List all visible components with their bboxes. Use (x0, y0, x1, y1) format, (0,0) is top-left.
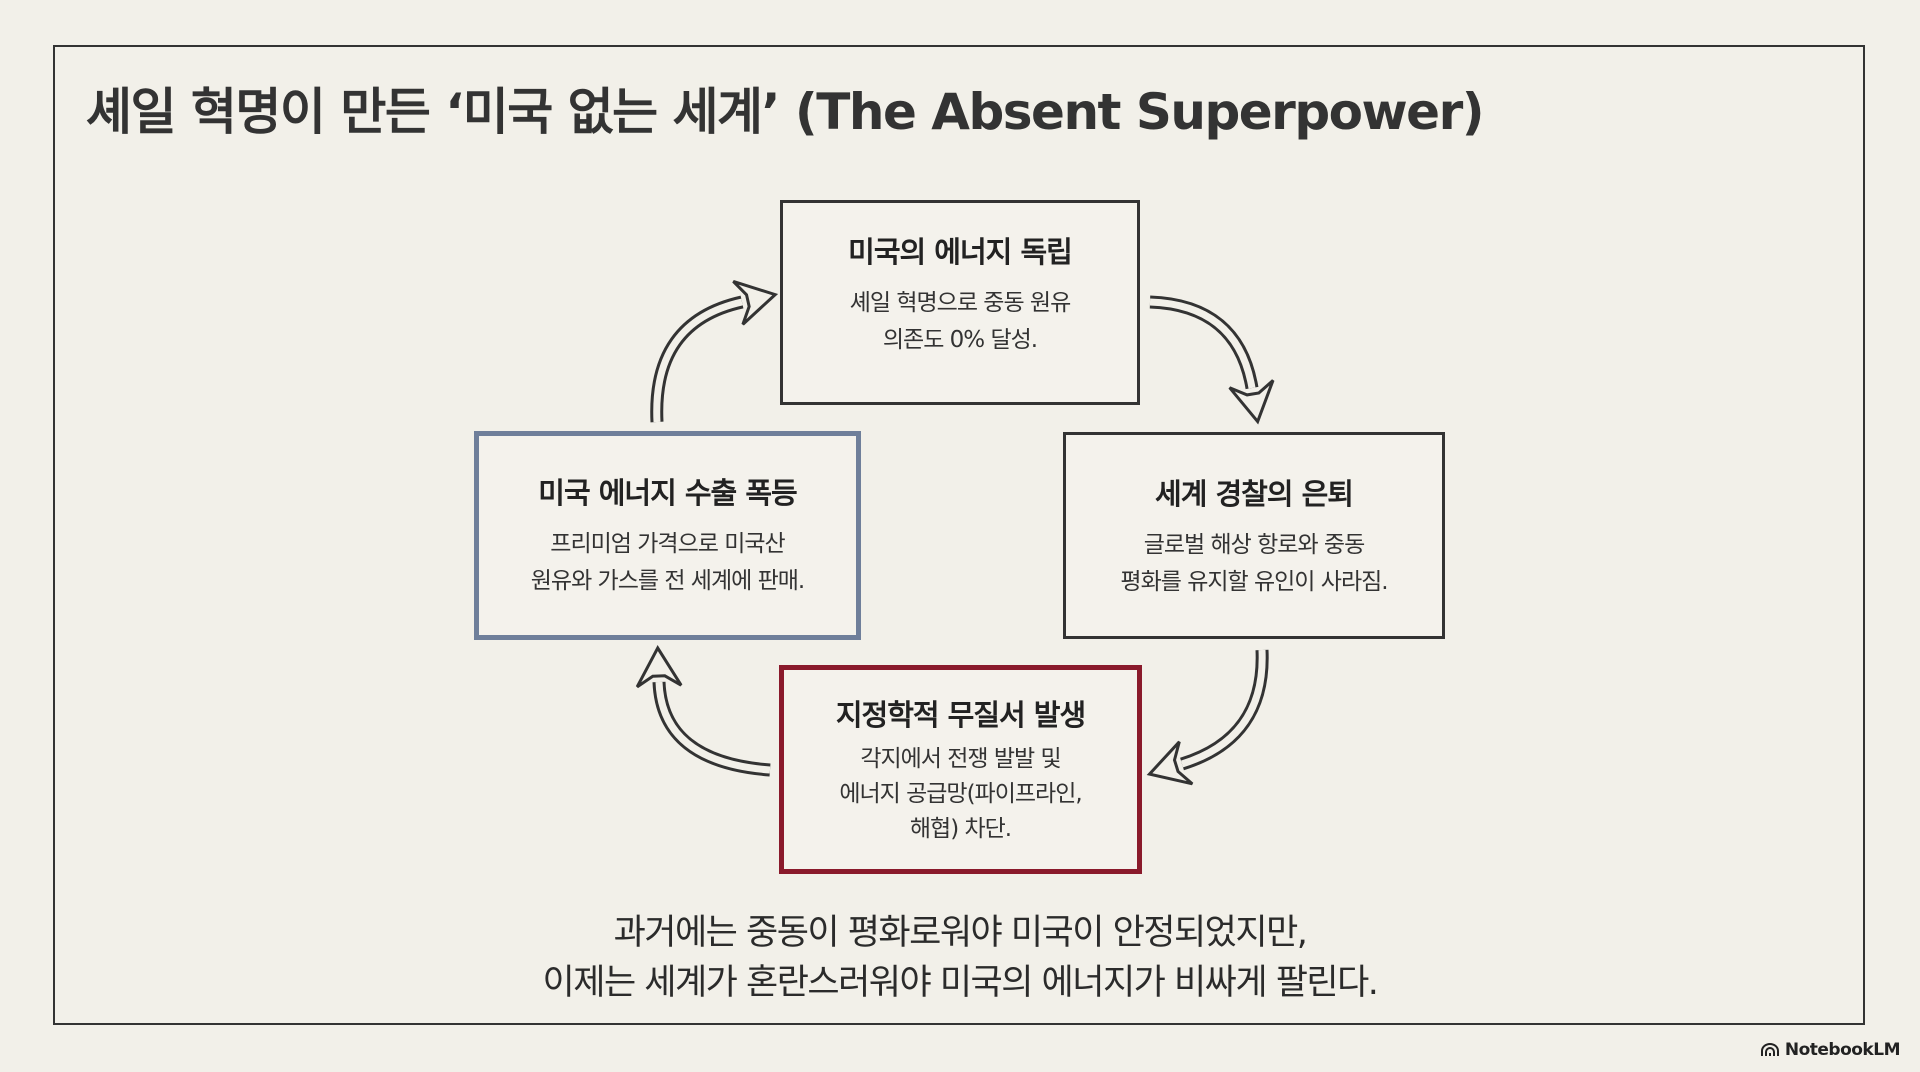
brand-label: NotebookLM (1784, 1040, 1901, 1060)
node-title: 미국 에너지 수출 폭등 (538, 476, 797, 510)
node-energy-export-surge: 미국 에너지 수출 폭등 프리미엄 가격으로 미국산 원유와 가스를 전 세계에… (474, 431, 861, 640)
node-text-line: 해협) 차단. (909, 816, 1012, 842)
node-title: 지정학적 무질서 발생 (835, 698, 1086, 732)
notebooklm-logo-icon (1760, 1043, 1779, 1056)
arrow-disorder-to-export-icon (635, 645, 771, 777)
notebooklm-watermark: NotebookLM (1760, 1040, 1901, 1060)
node-energy-independence: 미국의 에너지 독립 셰일 혁명으로 중동 원유 의존도 0% 달성. (780, 200, 1140, 405)
slide-frame (53, 45, 1865, 1025)
node-world-police-retirement: 세계 경찰의 은퇴 글로벌 해상 항로와 중동 평화를 유지할 유인이 사라짐. (1063, 432, 1445, 639)
node-title: 미국의 에너지 독립 (848, 235, 1073, 269)
slide-title: 셰일 혁명이 만든 ‘미국 없는 세계’ (The Absent Superpo… (86, 83, 1485, 141)
node-text-line: 셰일 혁명으로 중동 원유 (849, 290, 1072, 316)
conclusion-text: 과거에는 중동이 평화로워야 미국이 안정되었지만, 이제는 세계가 혼란스러워… (0, 908, 1920, 1008)
node-text-line: 평화를 유지할 유인이 사라짐. (1120, 569, 1388, 595)
node-text-line: 원유와 가스를 전 세계에 판매. (530, 568, 805, 594)
node-text-line: 에너지 공급망(파이프라인, (839, 781, 1082, 807)
node-title: 세계 경찰의 은퇴 (1155, 477, 1354, 511)
node-text-line: 각지에서 전쟁 발발 및 (860, 746, 1061, 772)
arrow-independence-to-retirement-icon (1149, 295, 1275, 425)
node-text-line: 글로벌 해상 항로와 중동 (1143, 532, 1366, 558)
node-text-line: 의존도 0% 달성. (882, 327, 1038, 353)
node-geopolitical-disorder: 지정학적 무질서 발생 각지에서 전쟁 발발 및 에너지 공급망(파이프라인, … (779, 665, 1142, 874)
conclusion-line: 과거에는 중동이 평화로워야 미국이 안정되었지만, (613, 913, 1308, 953)
arrow-retirement-to-disorder-icon (1146, 649, 1269, 786)
conclusion-line: 이제는 세계가 혼란스러워야 미국의 에너지가 비싸게 팔린다. (542, 963, 1379, 1003)
node-text-line: 프리미엄 가격으로 미국산 (550, 531, 785, 557)
arrow-export-to-independence-icon (650, 279, 779, 423)
